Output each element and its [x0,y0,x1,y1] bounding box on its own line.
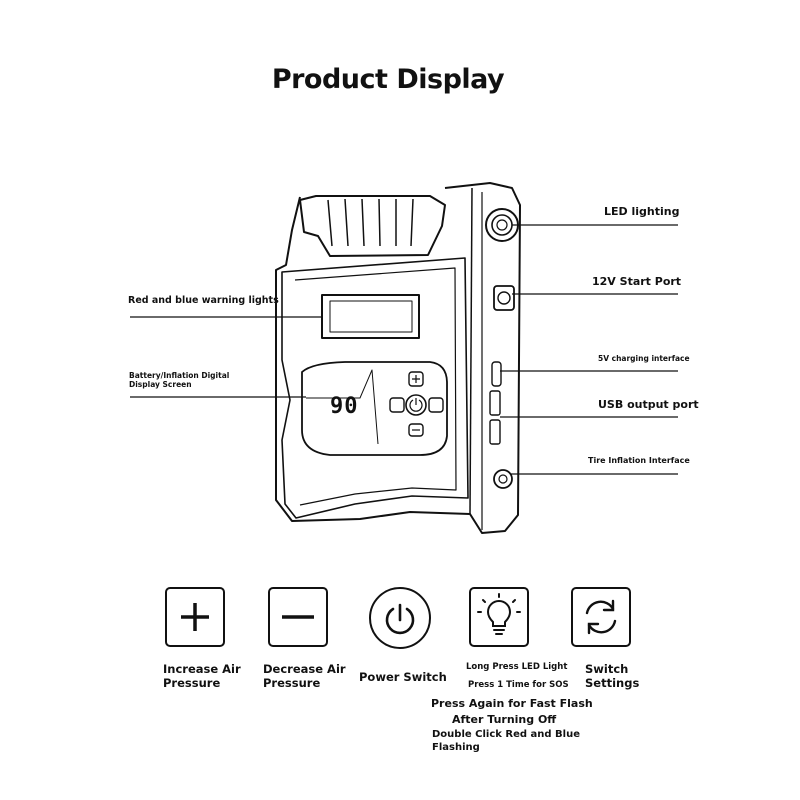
increase-pressure-button [165,587,225,647]
front-face [281,257,469,519]
caption-led-line5: Double Click Red and Blue [432,729,580,740]
handle [299,195,446,257]
page-title: Product Display [271,64,505,95]
caption-decrease: Decrease Air Pressure [263,662,346,690]
switch-settings-button [571,587,631,647]
caption-led-line1: Long Press LED Light [466,662,568,672]
callout-5v-charging: 5V charging interface [598,354,690,363]
refresh-icon [585,599,617,635]
caption-switch: Switch Settings [585,662,640,690]
minus-icon [282,615,314,619]
caption-led-line2: Press 1 Time for SOS [468,680,569,690]
device-body [275,182,521,534]
caption-led-line3: Press Again for Fast Flash [431,697,593,710]
led-light-button [469,587,529,647]
plus-icon [181,603,209,631]
digital-display-panel [301,361,448,456]
callout-usb-output: USB output port [598,398,699,411]
decrease-pressure-button [268,587,328,647]
caption-led-line4: After Turning Off [452,713,557,726]
callout-display-screen: Battery/Inflation Digital Display Screen [129,371,230,389]
lightbulb-icon [477,593,521,635]
power-switch-button [369,587,431,649]
caption-power: Power Switch [359,670,447,684]
callout-12v-start-port: 12V Start Port [592,275,682,288]
callout-led-lighting: LED lighting [604,205,680,218]
device-illustration: 90 [130,182,678,534]
caption-led-line6: Flashing [432,742,480,753]
callout-tire-inflation: Tire Inflation Interface [588,456,690,465]
power-icon [385,603,415,635]
callout-warning-lights: Red and blue warning lights [128,295,279,306]
caption-increase: Increase Air Pressure [163,662,241,690]
display-reading: 90 [330,394,359,419]
